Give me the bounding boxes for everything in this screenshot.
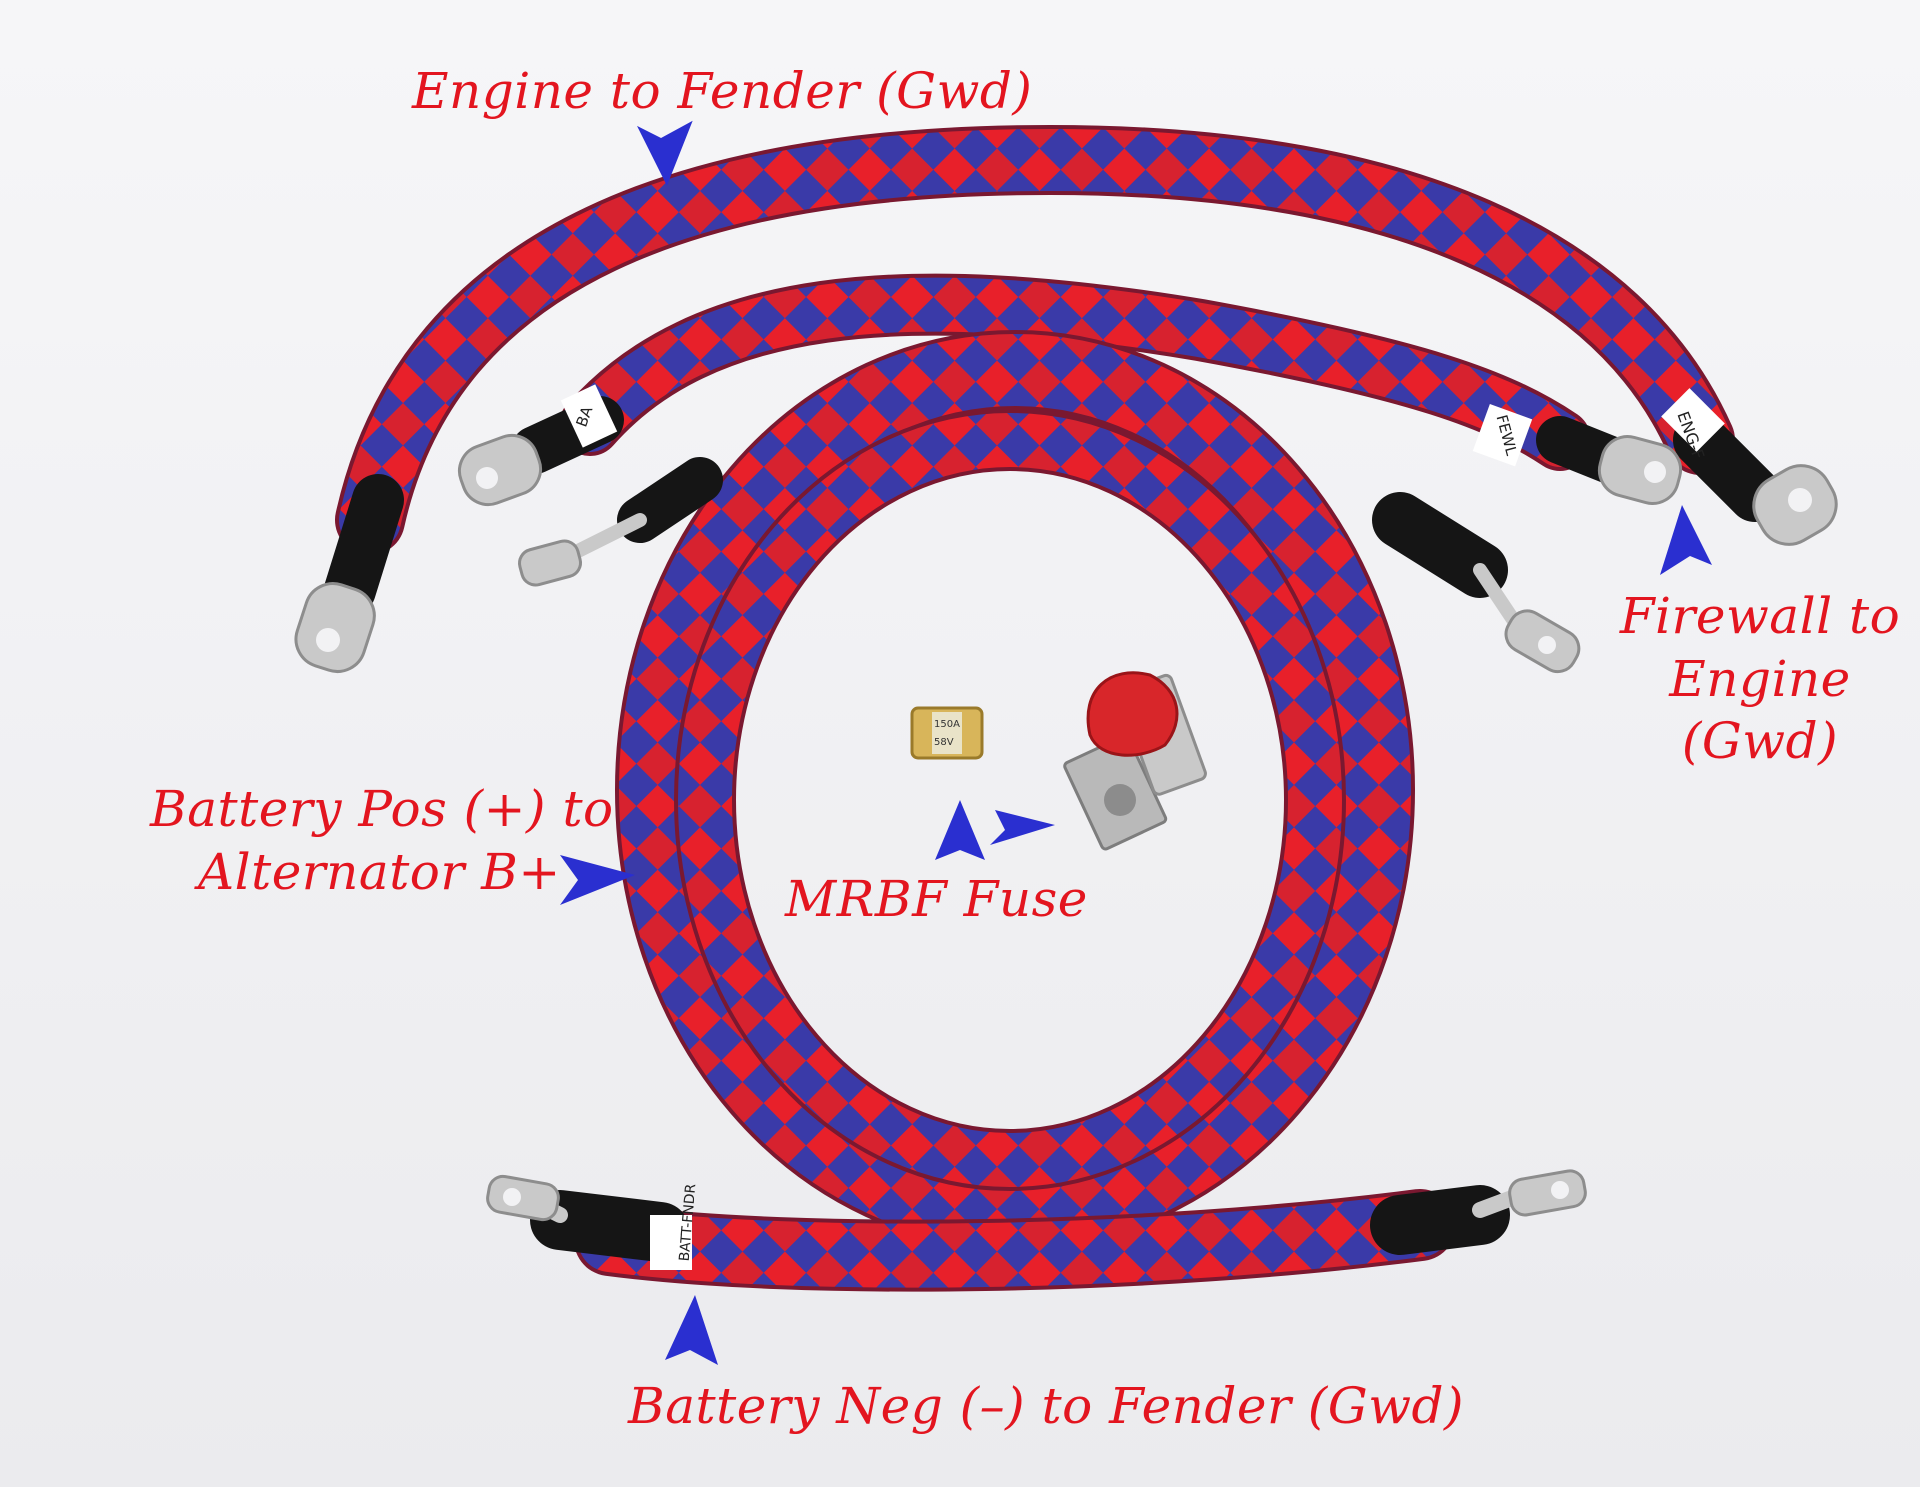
fuse-holder (1063, 671, 1207, 851)
fuse-rating-volts: 58V (934, 737, 954, 748)
label-battery-positive: Battery Pos (+) to Alternator B+ (150, 778, 614, 903)
label-firewall-line2: Engine (1669, 649, 1851, 708)
fuse-rating-amps: 150A (934, 719, 960, 730)
arrow-pointer-icon (1660, 505, 1712, 575)
label-engine-to-fender: Engine to Fender (Gwd) (412, 62, 1033, 120)
red-cap (1086, 671, 1179, 757)
arrow-pointer-icon (990, 810, 1055, 845)
pointer-arrows (560, 120, 1712, 1365)
label-mrbf-fuse: MRBF Fuse (785, 870, 1088, 928)
arrow-pointer-icon (935, 800, 985, 860)
arrow-pointer-icon (665, 1295, 718, 1365)
label-firewall-line3: (Gwd) (1681, 712, 1839, 770)
arrow-pointer-icon (637, 120, 693, 186)
firewall-to-engine-cable: BA FEWL (457, 273, 1683, 507)
arrow-pointer-icon (560, 855, 635, 905)
battery-positive-coiled-cable (518, 330, 1581, 1250)
tag-text-batt-fndr: BATT-FNDR (677, 1183, 700, 1262)
mrbf-fuse: 150A 58V (910, 706, 984, 760)
label-battery-negative: Battery Neg (–) to Fender (Gwd) (628, 1377, 1465, 1435)
label-battery-pos-line2: Alternator B+ (198, 842, 561, 901)
engine-to-fender-cable: ENG-F (294, 124, 1838, 673)
battery-negative-cable: BATT-FNDR (486, 1169, 1587, 1292)
label-firewall-to-engine: Firewall to Engine (Gwd) (1610, 585, 1910, 773)
label-firewall-line1: Firewall to (1619, 587, 1901, 645)
label-battery-pos-line1: Battery Pos (+) to (150, 780, 614, 838)
